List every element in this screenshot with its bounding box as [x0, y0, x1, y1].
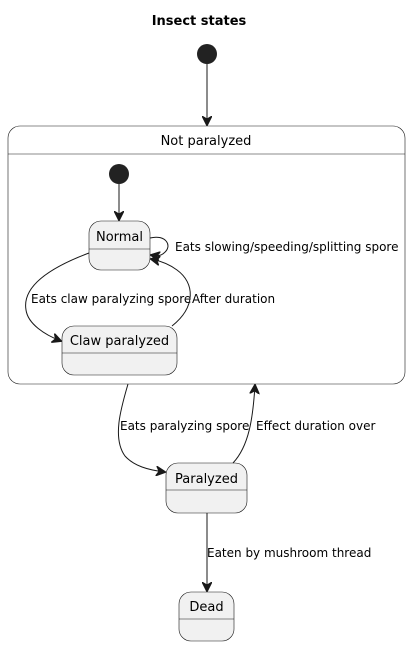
edge-label-paralyzed-to-not-paralyzed: Effect duration over: [256, 419, 375, 433]
inner-initial-state-dot: [109, 164, 129, 184]
state-normal-label: Normal: [96, 230, 143, 245]
edge-normal-to-claw-paralyzed: [25, 252, 90, 341]
edge-label-normal-to-claw: Eats claw paralyzing spore: [31, 292, 191, 306]
state-paralyzed: Paralyzed: [165, 462, 248, 514]
edge-paralyzed-to-not-paralyzed: [232, 385, 255, 464]
edge-label-not-paralyzed-to-paralyzed: Eats paralyzing spore: [120, 419, 249, 433]
state-not-paralyzed-label: Not paralyzed: [161, 134, 252, 149]
initial-state-dot: [197, 44, 217, 64]
state-claw-paralyzed-box: [61, 325, 178, 376]
state-claw-paralyzed-label: Claw paralyzed: [70, 334, 169, 349]
edge-not-paralyzed-to-paralyzed: [117, 383, 165, 472]
state-not-paralyzed: Not paralyzed: [7, 125, 406, 385]
state-normal: Normal: [88, 220, 151, 271]
state-dead: Dead: [178, 591, 235, 642]
state-not-paralyzed-box: [7, 125, 406, 385]
state-paralyzed-label: Paralyzed: [175, 472, 238, 487]
state-dead-label: Dead: [189, 600, 223, 615]
state-paralyzed-box: [165, 462, 248, 514]
edge-label-paralyzed-to-dead: Eaten by mushroom thread: [207, 546, 371, 560]
edge-label-claw-to-normal: After duration: [192, 292, 275, 306]
diagram-title: Insect states: [152, 14, 247, 29]
state-normal-box: [88, 220, 151, 271]
edge-claw-to-normal: [151, 259, 191, 327]
state-dead-box: [178, 591, 235, 642]
edge-label-normal-self: Eats slowing/speeding/splitting spore: [175, 240, 398, 254]
state-claw-paralyzed: Claw paralyzed: [61, 325, 178, 376]
